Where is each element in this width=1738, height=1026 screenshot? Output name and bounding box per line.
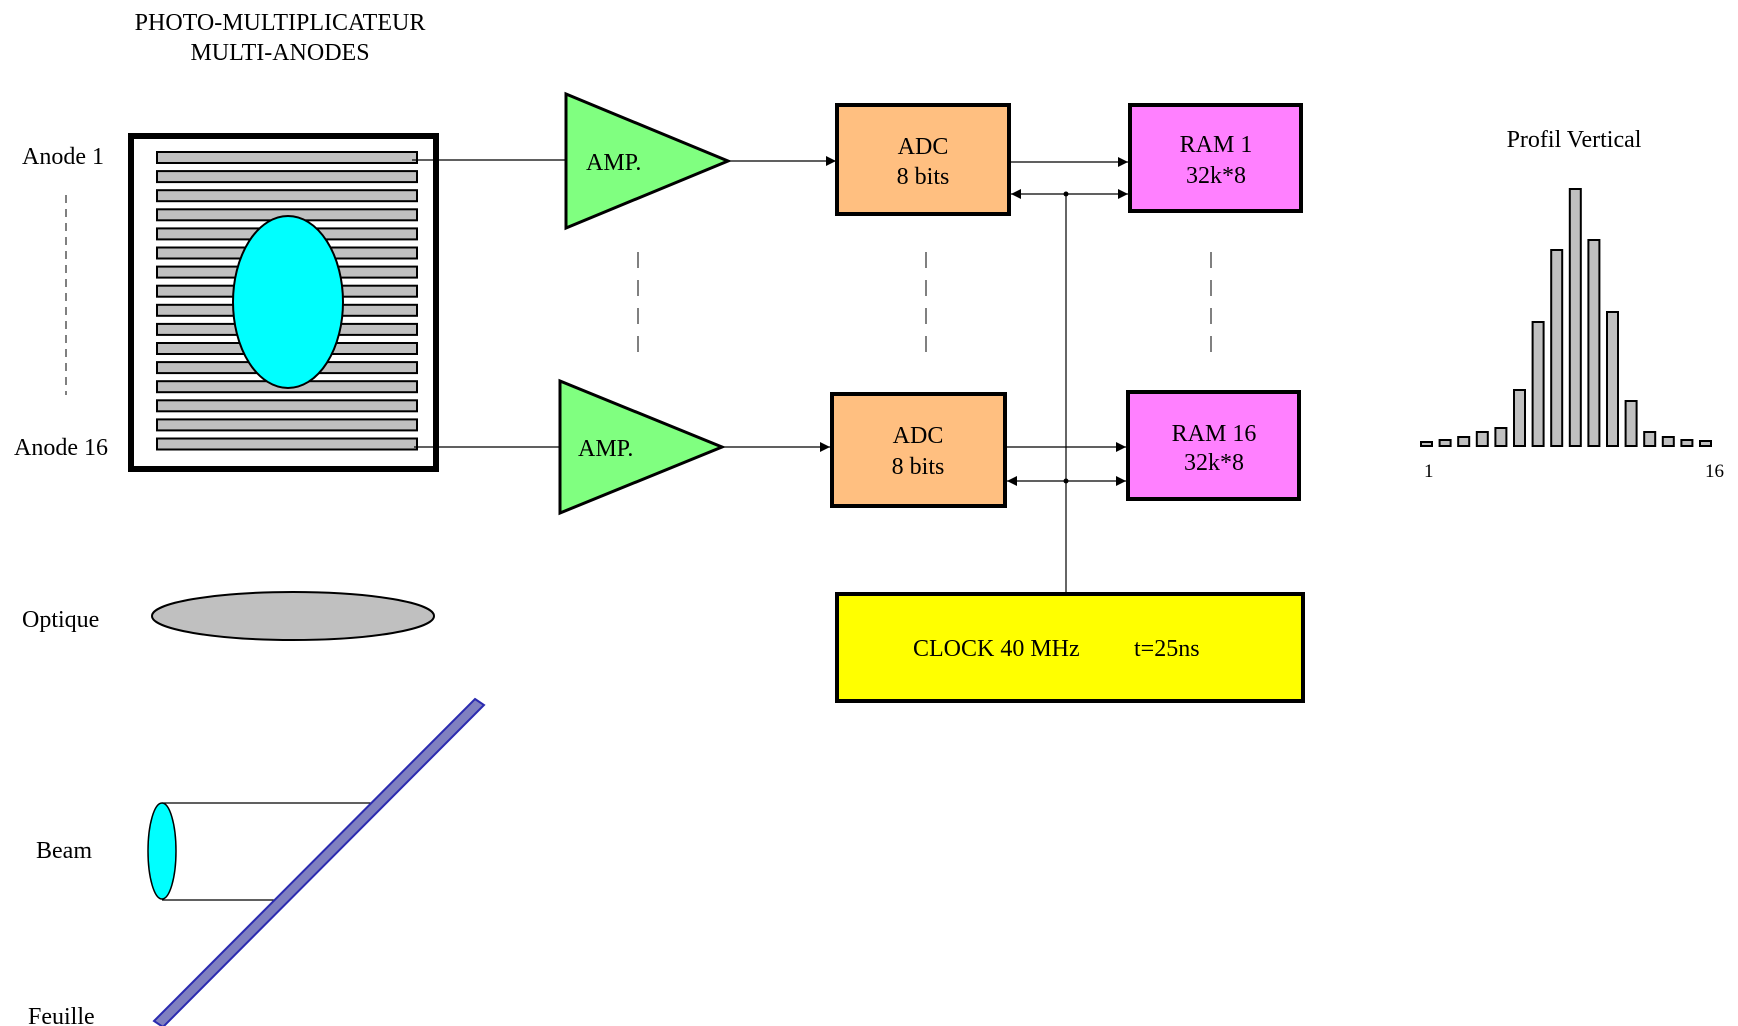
pmt-title-line1: PHOTO-MULTIPLICATEUR	[135, 10, 426, 36]
ram-1	[1128, 103, 1303, 213]
x-tick-label-last: 16	[1705, 461, 1724, 482]
adc-16-bits: 8 bits	[892, 454, 945, 480]
profile-bar	[1420, 441, 1433, 447]
profile-bar	[1699, 440, 1712, 447]
clock-junction-16	[1063, 478, 1069, 484]
profile-bar	[1494, 427, 1508, 447]
clock-junction-1	[1063, 191, 1069, 197]
profile-bar	[1624, 400, 1638, 447]
beam-label: Beam	[36, 838, 92, 864]
anode-strip	[156, 170, 418, 184]
adc-1-label: ADC	[898, 134, 949, 160]
amplifier-16-label: AMP.	[578, 436, 633, 462]
foil	[152, 697, 486, 1026]
adc-16	[830, 392, 1007, 508]
x-tick-label-first: 1	[1424, 461, 1434, 482]
anode-strip	[156, 418, 418, 432]
chart-title: Profil Vertical	[1507, 127, 1642, 153]
profile-bar	[1680, 439, 1694, 447]
ram-16	[1126, 390, 1301, 501]
clock-label: CLOCK 40 MHz	[913, 636, 1080, 662]
ram-1-size: 32k*8	[1186, 163, 1246, 189]
feuille-label: Feuille	[28, 1004, 95, 1026]
profile-bars	[1420, 188, 1712, 447]
ram-1-label: RAM 1	[1180, 132, 1253, 158]
adc-16-label: ADC	[893, 423, 944, 449]
profile-bar	[1587, 239, 1601, 447]
anode-strip	[156, 189, 418, 203]
profile-bar	[1643, 431, 1657, 447]
amplifier-16	[558, 378, 726, 516]
clock-box	[835, 592, 1305, 703]
anode-1-label: Anode 1	[22, 144, 104, 170]
profile-bar	[1606, 311, 1619, 447]
adc-1	[835, 103, 1011, 216]
optique-label: Optique	[22, 607, 99, 633]
clock-period: t=25ns	[1134, 636, 1200, 662]
pmt-title-line2: MULTI-ANODES	[190, 40, 369, 66]
anode-strip	[156, 437, 418, 451]
anode-16-label: Anode 16	[14, 435, 108, 461]
profile-bar	[1457, 436, 1471, 447]
ram-16-size: 32k*8	[1184, 450, 1244, 476]
amplifier-1-label: AMP.	[586, 150, 641, 176]
profile-bar	[1438, 439, 1452, 447]
amplifier-1	[564, 91, 732, 231]
profile-bar	[1568, 188, 1582, 447]
profile-bar	[1550, 249, 1564, 447]
anode-strip	[156, 399, 418, 413]
adc-1-bits: 8 bits	[897, 164, 950, 190]
beam-cross-section	[147, 802, 177, 900]
profile-bar	[1513, 389, 1526, 447]
anode-strip	[156, 151, 418, 164]
beam-spot-on-pmt	[232, 215, 344, 389]
profile-bar	[1531, 321, 1545, 447]
profile-bar	[1661, 436, 1675, 447]
ram-16-label: RAM 16	[1172, 421, 1257, 447]
optic-lens	[151, 591, 435, 641]
profile-bar	[1475, 431, 1489, 447]
